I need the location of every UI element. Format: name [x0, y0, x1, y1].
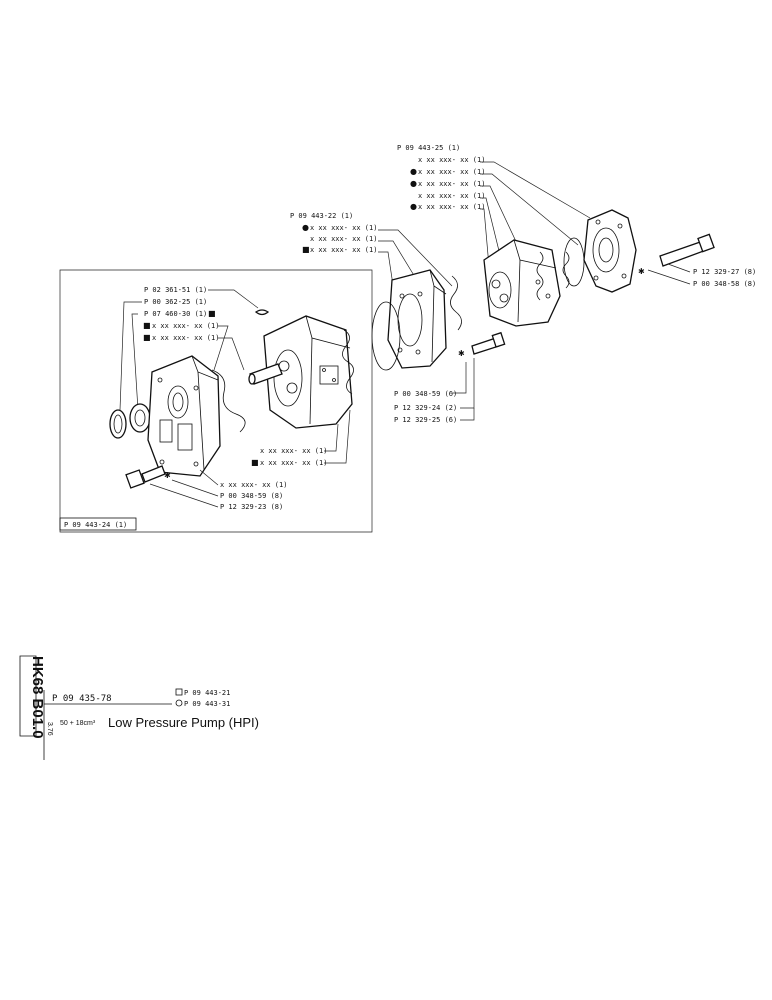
svg-text:P 02 361-51 (1): P 02 361-51 (1)	[144, 286, 207, 294]
svg-text:P 12 329-24 (2): P 12 329-24 (2)	[394, 404, 457, 412]
left-label-3: P 07 460-30 (1) ■	[131, 309, 216, 411]
top-group-item-3: ● x xx xxx- xx (1)	[410, 179, 485, 188]
bolt-top-right	[659, 233, 715, 267]
svg-text:■: ■	[143, 321, 151, 330]
svg-text:P 12 329-23 (8): P 12 329-23 (8)	[220, 503, 283, 511]
end-cover-plate	[583, 209, 637, 293]
bolt-mid-label-b: P 12 329-25 (6)	[394, 416, 457, 424]
svg-text:x xx xxx- xx (1): x xx xxx- xx (1)	[260, 459, 327, 467]
washer-top-right-label: P 00 348-58 (8)	[647, 269, 756, 288]
drive-shaft	[248, 363, 283, 385]
side-reference: HK68 B01.0	[19, 655, 46, 739]
variant-square-icon	[175, 688, 183, 696]
o-ring-top	[563, 237, 585, 287]
svg-text:P 00 348-59 (6): P 00 348-59 (6)	[394, 390, 457, 398]
top-group-item-4: x xx xxx- xx (1)	[418, 192, 485, 200]
woodruff-key	[254, 309, 270, 316]
seal-rear	[536, 251, 544, 301]
left-group-box-label: P 09 443-24 (1)	[64, 521, 127, 529]
left-label-1: P 02 361-51 (1)	[144, 286, 259, 309]
circlip	[109, 409, 127, 439]
top-group-leaders	[480, 161, 591, 279]
svg-text:HK68 B01.0: HK68 B01.0	[29, 656, 46, 739]
svg-text:P 07 460-30 (1): P 07 460-30 (1)	[144, 310, 207, 318]
svg-text:P 00 362-25 (1): P 00 362-25 (1)	[144, 298, 207, 306]
svg-text:x xx xxx- xx (1): x xx xxx- xx (1)	[418, 192, 485, 200]
washer-front-icon: ✱	[164, 471, 171, 480]
top-group-item-5: ● x xx xxx- xx (1)	[410, 202, 485, 211]
seal-front	[211, 369, 246, 433]
shaft-seal	[129, 403, 151, 433]
svg-text:■: ■	[143, 333, 151, 342]
svg-text:■: ■	[302, 245, 310, 254]
svg-text:x xx xxx- xx (1): x xx xxx- xx (1)	[418, 156, 485, 164]
svg-text:P 00 348-58 (8): P 00 348-58 (8)	[693, 280, 756, 288]
seal-mid	[450, 275, 462, 331]
mid-group-part-no: P 09 443-22 (1)	[290, 212, 353, 220]
bolt-mid-label-a: P 12 329-24 (2)	[394, 404, 457, 412]
svg-text:■: ■	[208, 309, 216, 318]
svg-text:x xx xxx- xx (1): x xx xxx- xx (1)	[418, 203, 485, 211]
left-label-5: ■ x xx xxx- xx (1)	[143, 333, 245, 371]
left-label-2: P 00 362-25 (1)	[119, 298, 207, 411]
top-group-part-no: P 09 443-25 (1)	[397, 144, 460, 152]
seal-front-housing	[342, 329, 354, 395]
housing-item-2: ■ x xx xxx- xx (1)	[251, 409, 351, 467]
svg-text:x xx xxx- xx (1): x xx xxx- xx (1)	[152, 322, 219, 330]
mid-group-item-2: x xx xxx- xx (1)	[310, 235, 377, 243]
svg-text:●: ●	[410, 167, 417, 176]
front-flange	[147, 355, 221, 477]
top-group-item-2: ● x xx xxx- xx (1)	[410, 167, 485, 176]
washer-mid-icon: ✱	[458, 349, 465, 358]
bolt-front	[125, 465, 166, 489]
svg-text:x xx xxx- xx (1): x xx xxx- xx (1)	[152, 334, 219, 342]
page-title: Low Pressure Pump (HPI)	[108, 715, 259, 730]
housing-item-1: x xx xxx- xx (1)	[260, 423, 339, 455]
svg-text:●: ●	[410, 202, 417, 211]
svg-text:x xx xxx- xx (1): x xx xxx- xx (1)	[310, 224, 377, 232]
bolt-top-right-label: P 12 329-27 (8)	[667, 263, 756, 276]
svg-text:x xx xxx- xx (1): x xx xxx- xx (1)	[310, 246, 377, 254]
svg-text:P 00 348-59 (8): P 00 348-59 (8)	[220, 492, 283, 500]
washer-mid-label: P 00 348-59 (6)	[394, 362, 467, 398]
svg-text:●: ●	[302, 223, 309, 232]
front-gear-housing	[263, 315, 353, 429]
variant-square: P 09 443-21	[184, 689, 230, 697]
left-group-frame	[59, 269, 373, 516]
intermediate-plate	[387, 269, 447, 369]
svg-text:P 12 329-27 (8): P 12 329-27 (8)	[693, 268, 756, 276]
left-label-4: ■ x xx xxx- xx (1)	[143, 321, 229, 371]
variant-circle-icon	[175, 699, 183, 707]
bottom-item-2: P 00 348-59 (8)	[171, 479, 283, 500]
svg-text:x xx xxx- xx (1): x xx xxx- xx (1)	[260, 447, 327, 455]
bolt-mid-leader	[460, 358, 475, 409]
footer-part-no: P 09 435-78	[52, 694, 112, 704]
rear-gear-housing	[483, 239, 561, 327]
svg-text:x xx xxx- xx (1): x xx xxx- xx (1)	[418, 180, 485, 188]
mid-group-item-3: ■ x xx xxx- xx (1)	[302, 245, 377, 254]
variant-circle: P 09 443-31	[184, 700, 230, 708]
seal-top	[562, 251, 570, 289]
svg-text:P 12 329-25 (6): P 12 329-25 (6)	[394, 416, 457, 424]
washer-top-right-icon: ✱	[638, 267, 645, 276]
svg-text:■: ■	[251, 458, 259, 467]
svg-text:●: ●	[410, 179, 417, 188]
svg-text:x xx xxx- xx (1): x xx xxx- xx (1)	[310, 235, 377, 243]
svg-text:x xx xxx- xx (1): x xx xxx- xx (1)	[418, 168, 485, 176]
size-spec: 50 + 18cm³	[60, 720, 96, 727]
svg-text:x xx xxx- xx (1): x xx xxx- xx (1)	[220, 481, 287, 489]
top-group-item-1: x xx xxx- xx (1)	[418, 156, 485, 164]
small-code: 3.76	[46, 722, 53, 736]
bolt-mid	[471, 331, 506, 355]
bottom-item-1: x xx xxx- xx (1)	[199, 469, 287, 489]
bottom-item-3: P 12 329-23 (8)	[149, 483, 283, 511]
mid-group-item-1: ● x xx xxx- xx (1)	[302, 223, 377, 232]
